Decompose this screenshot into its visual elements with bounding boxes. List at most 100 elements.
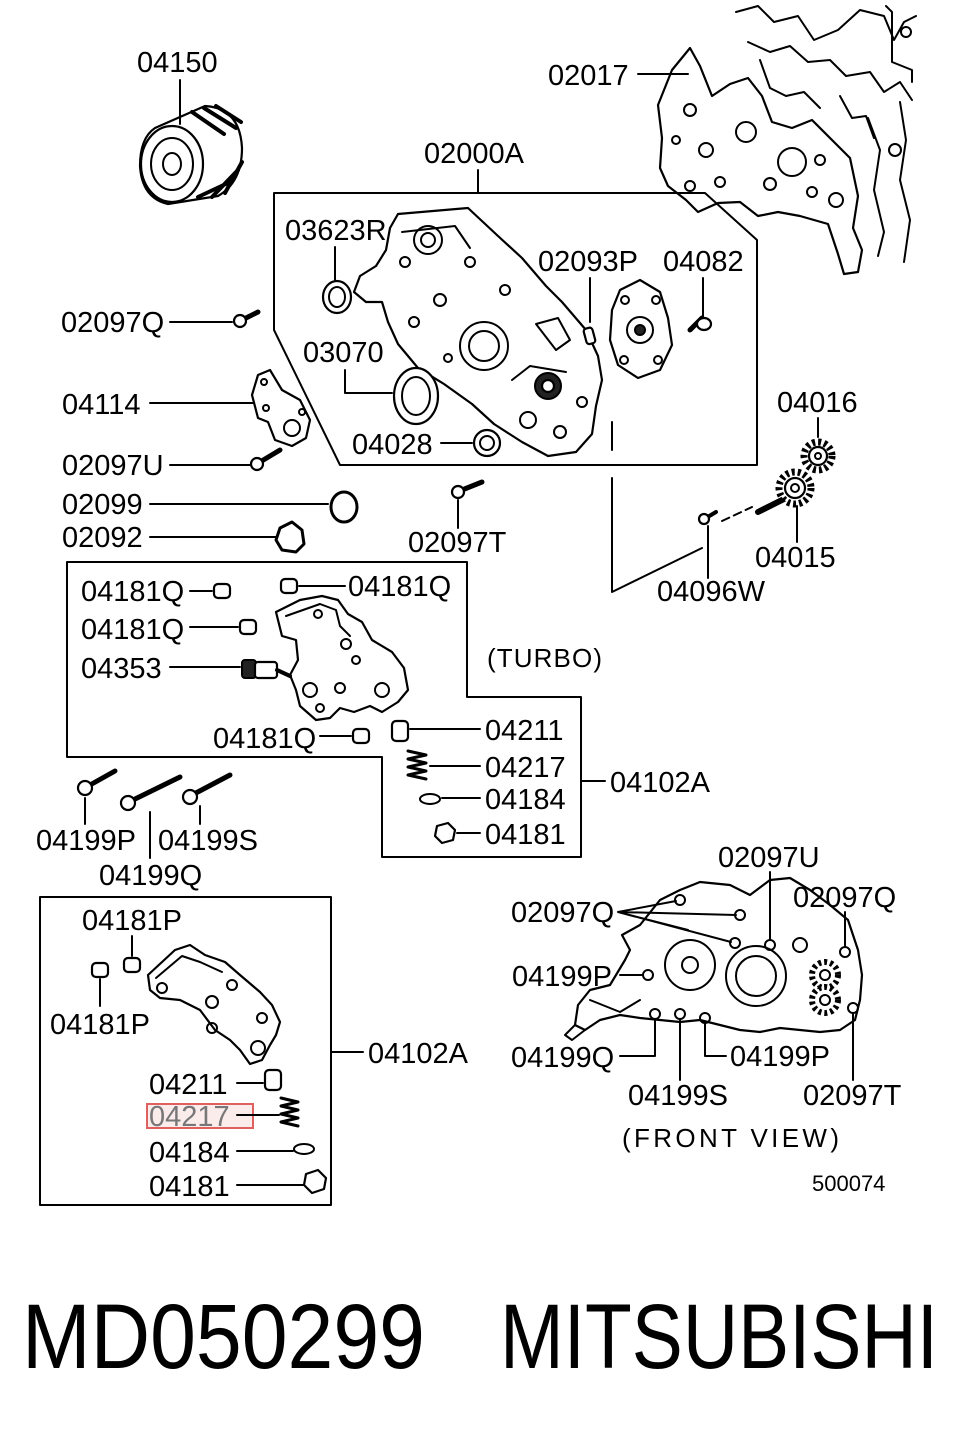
bolt-callout: 02097U	[718, 842, 820, 874]
plunger-drawing	[263, 1068, 283, 1092]
bolt-callout: 04199Q	[99, 860, 202, 892]
pump-assembly-callout: 04102A	[368, 1038, 469, 1070]
plug-callout: 04181Q	[213, 723, 316, 755]
plug-callout: 04181Q	[81, 614, 184, 646]
plug-nut-drawing	[433, 821, 457, 845]
oil-seal-drawing	[472, 428, 502, 458]
turbo-pump-body-drawing	[274, 594, 410, 722]
bolt-drawing	[232, 309, 261, 329]
bolt-drawing	[119, 774, 183, 812]
bolt-callout: 02097Q	[793, 882, 896, 914]
brand-name: MITSUBISHI	[500, 1286, 938, 1388]
oil-seal-inner	[328, 286, 346, 308]
plug-nut-callout: 04181	[485, 819, 566, 851]
oil-seal-drawing	[392, 366, 440, 426]
front-case-drawing	[352, 206, 604, 458]
plug-callout: 04181P	[82, 905, 182, 937]
bolt-callout: 04082	[663, 246, 744, 278]
leader-line	[619, 1018, 656, 1057]
bolt-callout: 04199S	[628, 1080, 728, 1112]
oil-seal-drawing	[321, 279, 353, 315]
pin-callout: 02093P	[538, 246, 638, 278]
oil-pump-body-drawing	[146, 943, 282, 1066]
plug-drawing	[90, 961, 110, 979]
bolt-drawing	[697, 510, 718, 526]
oil-filter-callout: 04150	[137, 47, 218, 79]
plug-drawing	[122, 956, 142, 974]
seal-callout: 03070	[303, 337, 384, 369]
case-assembly-callout: 02000A	[424, 138, 525, 170]
o-ring-callout: 02099	[62, 489, 143, 521]
bolt-callout: 02097Q	[61, 307, 164, 339]
plug-drawing	[238, 618, 258, 636]
spring-drawing	[279, 1096, 300, 1128]
bolt-drawing	[181, 772, 233, 806]
pin-drawing	[582, 326, 597, 346]
seal-callout: 03623R	[285, 215, 387, 247]
gasket-ring-drawing	[293, 1143, 315, 1155]
bolt-callout: 04096W	[657, 576, 766, 608]
leader-line	[704, 1022, 727, 1057]
engine-block-drawing	[735, 5, 917, 263]
bolt-callout: 04199S	[158, 825, 258, 857]
bolt-drawing	[687, 315, 713, 333]
gasket-ring-callout: 04184	[149, 1137, 230, 1169]
gasket-ring-callout: 04184	[485, 784, 566, 816]
plug-callout: 04181Q	[81, 576, 184, 608]
connector-line	[611, 477, 703, 593]
front-view-engine-drawing	[564, 876, 864, 1041]
bolt-callout: 02097T	[408, 527, 507, 559]
plunger-callout: 04211	[149, 1069, 228, 1101]
bolt-callout: 02097T	[803, 1080, 902, 1112]
oil-seal-inner	[401, 376, 431, 416]
oil-seal-inner	[479, 435, 495, 451]
gasket-callout: 02092	[62, 522, 143, 554]
plug-nut-callout: 04181	[149, 1171, 230, 1203]
gasket-drawing	[656, 46, 864, 276]
front-view-caption: (FRONT VIEW)	[622, 1123, 839, 1153]
bolt-callout: 04199P	[36, 825, 136, 857]
plug-nut-drawing	[302, 1168, 328, 1195]
plug-drawing	[279, 577, 299, 595]
alignment-line	[721, 506, 753, 522]
gasket-callout: 02017	[548, 60, 629, 92]
plug-drawing	[351, 727, 371, 745]
o-ring-drawing	[329, 490, 359, 524]
gasket-drawing	[274, 520, 306, 554]
case-assembly-box	[273, 192, 758, 466]
bolt-callout: 04199Q	[511, 1042, 614, 1074]
shaft-gear-drawing	[755, 468, 815, 515]
gasket-ring-drawing	[419, 793, 441, 805]
figure-code: 500074	[812, 1171, 885, 1196]
bolt-callout: 02097U	[62, 450, 164, 482]
plate-drawing	[250, 368, 312, 448]
relief-valve-drawing	[241, 659, 292, 680]
spring-drawing	[406, 749, 428, 781]
bolt-callout: 02097Q	[511, 897, 614, 929]
plunger-drawing	[390, 719, 410, 743]
bolt-callout: 04199P	[730, 1041, 830, 1073]
bolt-drawing	[450, 479, 485, 500]
gear-callout: 04016	[777, 387, 858, 419]
plug-callout: 04181P	[50, 1009, 150, 1041]
pump-assembly-callout: 04102A	[610, 767, 711, 799]
relief-valve-callout: 04353	[81, 653, 162, 685]
gear-drawing	[800, 438, 836, 474]
variant-note: (TURBO)	[487, 643, 602, 673]
bolt-callout: 04199P	[512, 961, 612, 993]
shaft-gear-callout: 04015	[755, 542, 836, 574]
pump-cover-drawing	[608, 278, 674, 380]
bolt-drawing	[249, 447, 283, 472]
turbo-assembly-box	[66, 561, 582, 858]
plate-callout: 04114	[62, 389, 141, 421]
part-number: MD050299	[22, 1286, 425, 1388]
plug-callout: 04181Q	[348, 571, 451, 603]
plug-drawing	[212, 582, 232, 600]
leader-line	[344, 369, 393, 394]
seal-callout: 04028	[352, 429, 433, 461]
oil-filter-drawing	[138, 104, 244, 206]
bolt-drawing	[76, 768, 118, 797]
spring-callout-highlighted: 04217	[149, 1101, 230, 1133]
leader-line	[617, 900, 737, 943]
